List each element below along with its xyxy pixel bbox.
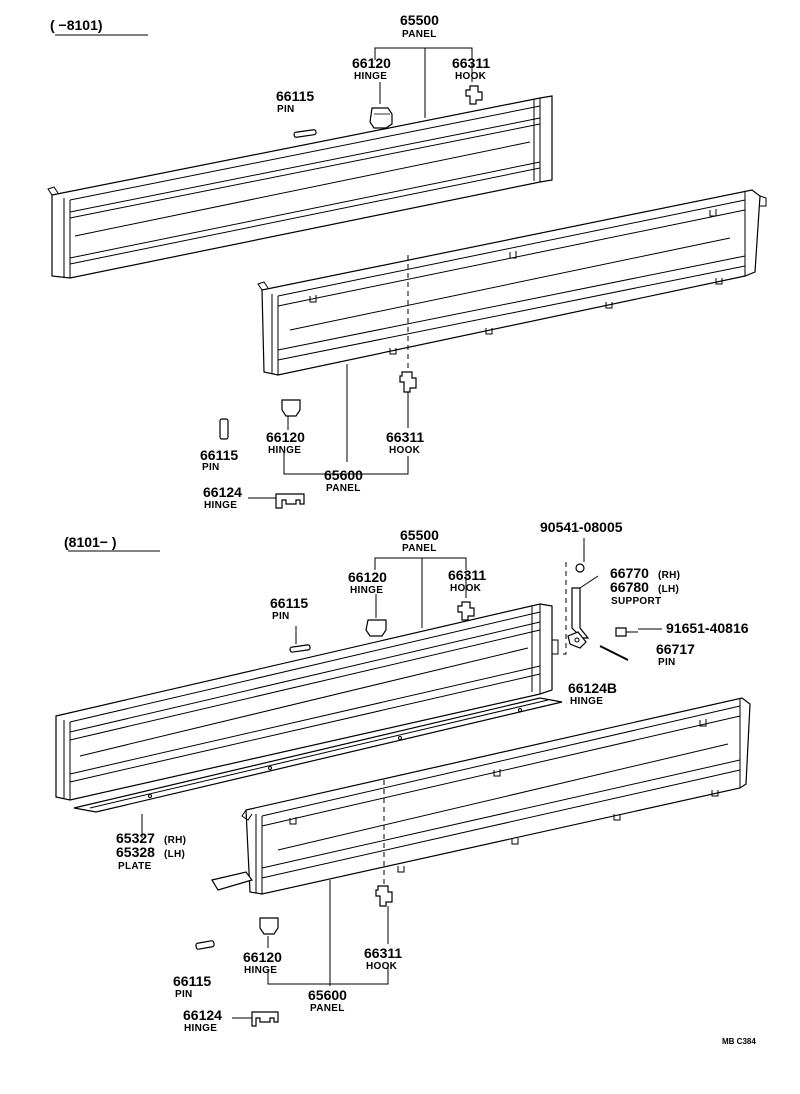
label-66124-name: HINGE [184,1023,217,1034]
label-66124: 66124 [183,1007,222,1023]
label-66124b: 66124B [568,680,617,696]
footer-code: MB C384 [722,1037,756,1046]
label-66311-upper-name: HOOK [450,583,482,594]
screw-91651 [615,627,638,637]
label-66115-upper: 66115 [270,595,308,611]
hook-66311-lower [375,885,393,907]
label-66115-lower-name: PIN [175,989,193,1000]
label-66120-lower: 66120 [243,949,282,965]
hinge-66120-lower [281,399,301,417]
label-66124b-name: HINGE [570,696,603,707]
lower-side-panel [211,697,751,895]
label-66120-lower-name: HINGE [268,445,301,456]
label-65500-name: PANEL [402,543,437,554]
label-66717: 66717 [656,641,695,657]
label-66770: 66770 [610,565,649,581]
label-65600-name: PANEL [326,483,361,494]
label-66120-upper: 66120 [352,55,391,71]
label-66311-lower: 66311 [364,945,402,961]
label-91651: 91651-40816 [666,620,749,636]
label-66311-upper: 66311 [448,567,486,583]
label-65600-name: PANEL [310,1003,345,1014]
label-66311-lower: 66311 [386,429,424,445]
hook-66311-upper [457,601,475,621]
label-65600: 65600 [308,987,347,1003]
support-66770 [571,563,590,639]
label-66124: 66124 [203,484,242,500]
label-66717-name: PIN [658,657,676,668]
hinge-66124 [251,1011,279,1027]
label-65500: 65500 [400,12,439,28]
label-66311-upper-name: HOOK [455,71,487,82]
label-66120-lower-name: HINGE [244,965,277,976]
upper-side-panel [55,603,559,801]
label-65328-side: (LH) [164,849,185,860]
lower-side-panel [257,189,767,376]
pin-66115-lower [219,418,229,440]
label-plate-name: PLATE [118,861,152,872]
pin-66115-lower [195,940,215,950]
label-90541: 90541-08005 [540,519,623,535]
label-66115-upper-name: PIN [277,104,295,115]
label-66120-upper: 66120 [348,569,387,585]
hinge-66124b [567,631,587,649]
label-65327-side: (RH) [164,835,186,846]
label-65500: 65500 [400,527,439,543]
section-2: (8101− ) [55,519,751,1034]
pin-66115-upper [289,644,311,653]
hinge-66124 [275,493,305,509]
upper-side-panel [47,95,553,279]
label-66115-lower: 66115 [200,447,238,463]
label-66115-upper-name: PIN [272,611,290,622]
label-66311-lower-name: HOOK [366,961,398,972]
label-66311-lower-name: HOOK [389,445,421,456]
label-66780-side: (LH) [658,584,679,595]
section-2-range: (8101− ) [64,534,117,550]
hook-66311-lower [399,371,417,393]
label-66120-lower: 66120 [266,429,305,445]
hinge-66120-upper [365,619,387,637]
label-65327: 65327 [116,830,155,846]
label-65600: 65600 [324,467,363,483]
hinge-66120-lower [259,917,279,935]
label-66115-upper: 66115 [276,88,314,104]
label-66124-name: HINGE [204,500,237,511]
label-66770-side: (RH) [658,570,680,581]
section-1: ( −8101) [47,12,767,511]
label-66120-upper-name: HINGE [350,585,383,596]
label-support-name: SUPPORT [611,596,661,607]
label-65500-name: PANEL [402,29,437,40]
label-66311-upper: 66311 [452,55,490,71]
pin-66717 [599,645,629,661]
label-66780: 66780 [610,579,649,595]
label-66115-lower-name: PIN [202,462,220,473]
plate-65327 [73,697,563,813]
label-65328: 65328 [116,844,155,860]
hinge-66120-upper [369,107,393,129]
pin-66115-upper [293,129,317,138]
label-66120-upper-name: HINGE [354,71,387,82]
hook-66311-upper [465,85,483,105]
section-1-range: ( −8101) [50,17,103,33]
label-66115-lower: 66115 [173,973,211,989]
